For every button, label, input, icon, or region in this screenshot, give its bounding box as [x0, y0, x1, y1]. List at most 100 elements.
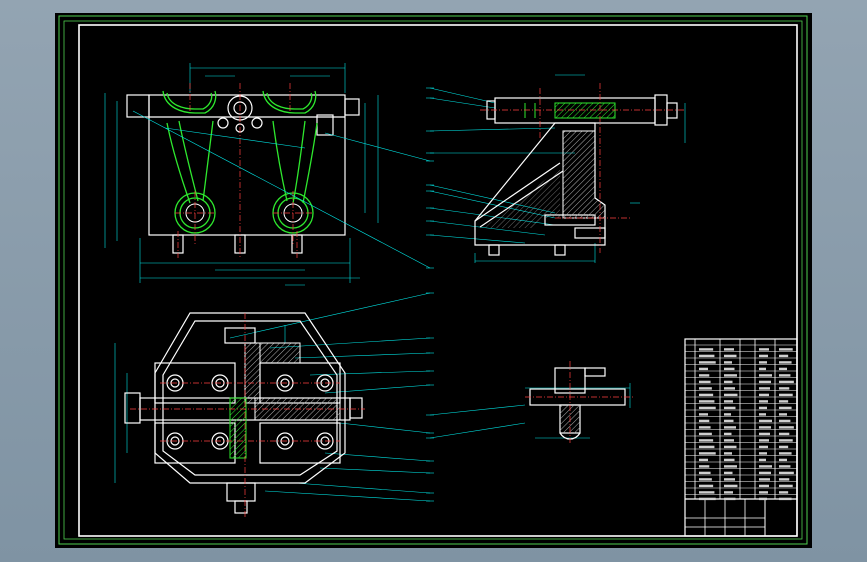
- bom-text-mark: [699, 380, 711, 384]
- bom-text-mark: [699, 419, 710, 423]
- bom-text-mark: [724, 419, 734, 423]
- bom-text-mark: [759, 465, 772, 468]
- bom-text-mark: [779, 348, 793, 351]
- bom-text-mark: [759, 471, 771, 475]
- bom-text-mark: [759, 406, 767, 410]
- bom-text-mark: [779, 354, 789, 358]
- bom-text-mark: [699, 465, 710, 468]
- bom-text-mark: [759, 484, 769, 488]
- title-block: [684, 338, 798, 537]
- bom-text-mark: [779, 439, 793, 442]
- bom-text-mark: [724, 491, 733, 494]
- bom-text-mark: [699, 413, 708, 416]
- bom-text-mark: [699, 400, 715, 403]
- bom-text-mark: [724, 445, 737, 449]
- bom-text-mark: [759, 380, 771, 384]
- bom-text-mark: [724, 413, 731, 416]
- detail-view: [429, 361, 635, 443]
- bom-text-mark: [779, 491, 789, 494]
- bom-text-mark: [699, 491, 715, 494]
- bom-text-mark: [759, 432, 770, 436]
- bom-text-mark: [779, 380, 794, 384]
- bom-text-mark: [724, 374, 737, 377]
- bom-text-mark: [779, 471, 794, 475]
- bom-text-mark: [724, 439, 734, 442]
- bom-text-mark: [699, 354, 715, 358]
- cad-drawing-canvas: [58, 15, 808, 545]
- bom-text-mark: [724, 393, 738, 397]
- bom-text-mark: [779, 478, 790, 481]
- bom-text-mark: [779, 406, 792, 410]
- bom-text-mark: [779, 484, 793, 488]
- bom-text-mark: [779, 393, 793, 397]
- cad-drawing-viewport[interactable]: [55, 13, 812, 548]
- bom-text-mark: [759, 393, 769, 397]
- bom-text-mark: [724, 484, 738, 488]
- bom-text-mark: [724, 400, 733, 403]
- bom-text-mark: [699, 406, 716, 410]
- bom-text-mark: [699, 367, 708, 371]
- bom-text-mark: [699, 458, 708, 462]
- bom-text-mark: [699, 452, 716, 455]
- bom-text-mark: [759, 497, 767, 501]
- bom-text-mark: [724, 361, 732, 364]
- bom-text-mark: [759, 361, 767, 364]
- bom-text-mark: [724, 406, 736, 410]
- top-view: [114, 292, 431, 518]
- bom-text-mark: [699, 348, 714, 351]
- bom-text-mark: [724, 452, 732, 455]
- side-view: [429, 74, 686, 263]
- bom-text-mark: [724, 387, 735, 390]
- bom-text-mark: [779, 419, 791, 423]
- bom-text-mark: [779, 497, 792, 501]
- bom-text-mark: [759, 348, 769, 351]
- front-view: [104, 63, 431, 286]
- bom-text-mark: [699, 374, 710, 377]
- bom-text-mark: [779, 432, 790, 436]
- bom-text-mark: [699, 478, 712, 481]
- bom-text-mark: [779, 452, 792, 455]
- bom-text-mark: [759, 413, 766, 416]
- bom-text-mark: [779, 426, 794, 429]
- bom-text-mark: [724, 458, 735, 462]
- bom-text-mark: [759, 439, 769, 442]
- bom-text-mark: [779, 387, 790, 390]
- bom-text-mark: [724, 465, 737, 468]
- bom-text-mark: [724, 478, 735, 481]
- bom-text-mark: [759, 491, 768, 494]
- bom-text-mark: [779, 458, 787, 462]
- bom-text-mark: [759, 478, 770, 481]
- bom-text-mark: [759, 419, 772, 423]
- bom-text-mark: [724, 380, 733, 384]
- bom-text-mark: [759, 458, 766, 462]
- bom-text-mark: [699, 445, 715, 449]
- leader-ticks: [426, 87, 434, 502]
- bom-text-mark: [724, 471, 733, 475]
- bom-text-mark: [699, 387, 712, 390]
- bom-text-mark: [699, 393, 714, 397]
- bom-text-mark: [699, 361, 716, 364]
- bom-text-mark: [759, 387, 770, 390]
- bom-text-mark: [699, 484, 714, 488]
- bom-text-mark: [699, 426, 711, 429]
- bom-text-mark: [699, 471, 711, 475]
- bom-text-mark: [724, 348, 734, 351]
- bom-text-mark: [779, 367, 787, 371]
- bom-text-mark: [779, 374, 791, 377]
- bom-text-mark: [759, 354, 768, 358]
- bom-text-mark: [724, 432, 732, 436]
- bom-text-mark: [699, 497, 716, 501]
- bom-text-mark: [759, 452, 767, 455]
- bom-text-mark: [759, 367, 766, 371]
- bom-text-mark: [759, 400, 768, 403]
- bom-text-mark: [724, 497, 736, 501]
- bom-text-mark: [759, 374, 772, 377]
- bom-text-mark: [724, 354, 737, 358]
- bom-text-mark: [699, 432, 712, 436]
- bom-text-mark: [779, 445, 789, 449]
- drawing-frame: [58, 15, 808, 545]
- bom-text-mark: [779, 361, 792, 364]
- bom-text-mark: [759, 426, 771, 429]
- bom-text-mark: [779, 465, 791, 468]
- bom-text-mark: [779, 400, 789, 403]
